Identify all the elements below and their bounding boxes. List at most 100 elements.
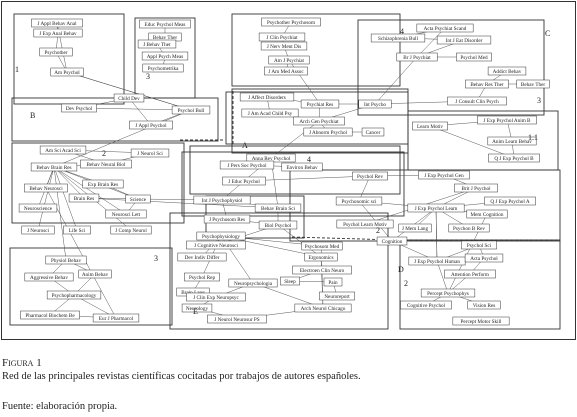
journal-node-j-clin-psychiat: J Clin Psychiat — [258, 32, 306, 42]
cocitation-edge — [416, 27, 446, 58]
journal-label: Physiol Behav — [51, 258, 82, 264]
cluster-letter-a: A — [242, 141, 248, 150]
journal-box — [447, 96, 507, 106]
journal-label: J Pers Soc Psychol — [227, 163, 267, 169]
journal-box — [254, 203, 302, 213]
journal-node-appl-psych-meas: Appl Psych Meas — [141, 51, 189, 61]
journal-label: J Clin Exp Neuropsyc — [193, 295, 239, 301]
journal-box — [407, 203, 465, 213]
journal-label: Behav Res Ther — [470, 82, 504, 88]
journal-node-j-exp-anal-behav: J Exp Anal Behav — [33, 28, 83, 38]
cluster-region — [169, 212, 389, 330]
journal-node-percept-psychophys: Percept Psychophys — [420, 288, 476, 298]
cluster-number: 1 — [15, 65, 19, 74]
journal-box — [78, 269, 112, 279]
journal-node-psychiat-res: Psychiat Res — [300, 99, 340, 109]
cocitation-edge — [53, 166, 127, 215]
journal-node-int-j-eat-disorder: Int J Eat Disorder — [436, 35, 492, 45]
journal-label: Cognitive Psychol — [407, 303, 446, 309]
cocitation-edge — [53, 166, 85, 199]
journal-node-j-behav-ther: J Behav Ther — [137, 39, 177, 49]
journal-node-j-affect-disorders: J Affect Disorders — [239, 92, 295, 102]
journal-label: J Abnorm Psychol — [309, 130, 348, 136]
cluster-number: 4 — [307, 155, 311, 164]
journal-node-am-j-psychiat: Am J Psychiat — [268, 55, 310, 65]
cocitation-edge — [45, 187, 117, 319]
journal-label: Br J Psychiat — [403, 55, 431, 61]
journal-label: J Clin Psychiat — [266, 35, 298, 41]
journal-node-ergonomics: Ergonomics — [304, 252, 338, 262]
journal-node-j-exp-psychol-human: J Exp Psychol Human — [408, 256, 466, 266]
journal-box — [181, 303, 213, 313]
journal-label: Neuropsychologia — [234, 281, 273, 287]
journal-label: Anna Rev Psychol — [252, 156, 291, 162]
journal-label: Psychiat Res — [307, 102, 334, 108]
journal-node-biol-psychol: Biol Psychol — [258, 220, 298, 230]
journal-box — [464, 253, 504, 263]
journal-node-behav-neural-biol: Behav Neural Biol — [80, 159, 132, 169]
journal-label: Psychol Learn Motiv — [343, 222, 387, 228]
journal-label: Learn Motiv — [417, 124, 443, 130]
figure-title: Red de las principales revistas científi… — [2, 371, 361, 382]
journal-label: Sleep — [284, 279, 296, 285]
journal-label: Am J Psychiat — [274, 58, 305, 64]
journal-box — [46, 290, 102, 300]
journal-label: Environ Behav — [286, 165, 318, 171]
journal-box — [448, 223, 490, 233]
journal-box — [258, 32, 306, 42]
journal-label: Behav Ther — [521, 82, 546, 88]
journal-node-neuroreport: Neuroreport — [319, 291, 355, 301]
journal-label: Psychother — [44, 50, 67, 56]
journal-node-physiol-behav: Physiol Behav — [45, 255, 87, 265]
journal-node-mem-cognition: Mem Cognition — [466, 209, 508, 219]
journal-label: J Mem Lang — [402, 226, 429, 232]
journal-box — [281, 162, 323, 172]
journal-box — [477, 115, 537, 125]
journal-node-dev-psychol: Dev Psychol — [61, 103, 97, 113]
journal-node-j-exp-psychol-anim-b: J Exp Psychol Anim B — [477, 115, 537, 125]
journal-box — [400, 300, 452, 310]
journal-box — [516, 79, 550, 89]
journal-box — [487, 136, 537, 146]
journal-box — [30, 162, 78, 172]
journal-node-int-j-psychophysiol: Int J Psychophysiol — [193, 195, 251, 205]
journal-node-psychol-rep: Psychol Rep — [184, 272, 220, 282]
cocitation-edge — [66, 71, 192, 111]
journal-node-addict-behav: Addict Behav — [487, 66, 527, 76]
journal-label: J Neurol Sci — [137, 151, 163, 157]
journal-label: J Nerv Ment Dis — [267, 44, 301, 50]
cluster-region — [11, 142, 185, 224]
journal-box — [292, 265, 352, 275]
journal-label: Electroen Clin Neuro — [300, 268, 345, 274]
journal-node-j-abnorm-psychol: J Abnorm Psychol — [303, 127, 353, 137]
cluster-letter-d: D — [398, 265, 404, 274]
journal-node-behav-brain-res: Behav Brain Res — [30, 162, 78, 172]
journal-label: Psychophysiology — [202, 234, 240, 240]
journal-node-psychol-med: Psychol Med — [456, 52, 492, 62]
journal-box — [196, 231, 246, 241]
journal-node-j-consult-clin-psych: J Consult Clin Psych — [447, 96, 507, 106]
journal-box — [50, 67, 84, 77]
cluster-region — [399, 239, 561, 330]
journal-box — [361, 127, 385, 137]
cocitation-edge — [53, 166, 67, 261]
journal-box — [452, 316, 510, 326]
journal-label: Arch Neurol Chicago — [301, 306, 346, 312]
journal-box — [21, 225, 55, 235]
journal-label: Int Psycho — [364, 102, 386, 108]
journal-node-j-appl-psychol: J Appl Psychol — [129, 120, 173, 130]
journal-box — [352, 171, 388, 181]
journal-box — [129, 120, 173, 130]
journal-box — [241, 108, 299, 118]
journal-node-behav-brain-sci: Behav Brain Sci — [254, 203, 302, 213]
journal-label: Behav Neural Biol — [87, 162, 126, 168]
journal-node-am-psychol: Am Psychol — [50, 67, 84, 77]
journal-node-behav-ther: Behav Ther — [516, 79, 550, 89]
cluster-number: 2 — [102, 149, 106, 158]
journal-label: Behav Brain Res — [36, 165, 71, 171]
journal-node-behav-res-ther: Behav Res Ther — [465, 79, 509, 89]
journal-node-psychon-b-rev: Psychon B Rev — [448, 223, 490, 233]
journal-label: J Exp Psychol Human — [414, 259, 460, 265]
journal-node-aggressive-behav: Aggressive Behav — [24, 272, 74, 282]
journal-node-j-educ-psychol: J Educ Psychol — [222, 176, 266, 186]
